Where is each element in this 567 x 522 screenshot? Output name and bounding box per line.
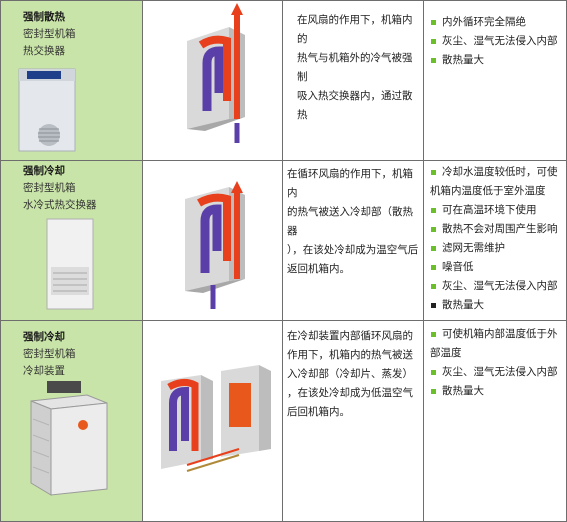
bullet-icon	[431, 284, 436, 289]
description-line: 在冷却装置内部循环风扇的	[287, 330, 413, 342]
feature-item: 可在高温环境下使用	[430, 201, 562, 220]
row-subtitle: 热交换器	[23, 45, 65, 57]
water-cooled-exchanger-image	[46, 218, 94, 310]
bullet-icon	[431, 389, 436, 394]
description-line: ，在该处冷却成为低温空气	[287, 387, 413, 399]
description-line: 在风扇的作用下，机箱内的	[297, 14, 413, 45]
feature-item: 散热量大	[430, 296, 562, 315]
bullet-icon	[431, 39, 436, 44]
cooling-unit-image	[30, 381, 108, 496]
table-row: 强制散热 密封型机箱 热交换器	[0, 0, 567, 161]
description-line: 作用下，机箱内的热气被送	[287, 349, 413, 361]
bullet-icon	[431, 20, 436, 25]
description-line: 入冷却部（冷却片、蒸发）	[287, 368, 413, 380]
features-cell: 内外循环完全隔绝 灰尘、湿气无法侵入内部 散热量大	[423, 0, 567, 161]
airflow-diagram-1	[187, 3, 245, 143]
row-subtitle: 冷却装置	[23, 365, 65, 377]
feature-item: 内外循环完全隔绝	[430, 13, 562, 32]
bullet-icon	[431, 303, 436, 308]
feature-item: 散热量大	[430, 51, 562, 70]
description-line: 吸入热交换器内，通过散热	[297, 90, 413, 121]
bullet-icon	[431, 246, 436, 251]
features-cell: 可使机箱内部温度低于外 部温度 灰尘、湿气无法侵入内部 散热量大	[423, 320, 567, 522]
description-line: 后回机箱内。	[287, 406, 350, 418]
feature-item: 可使机箱内部温度低于外	[430, 325, 562, 344]
heat-exchanger-product-image	[18, 68, 76, 152]
feature-item: 灰尘、湿气无法侵入内部	[430, 363, 562, 382]
airflow-diagram-2	[185, 181, 245, 309]
feature-item-continued: 部温度	[430, 347, 462, 359]
row-subtitle: 密封型机箱	[23, 348, 76, 360]
table-row: 强制冷却 密封型机箱 水冷式热交换器	[0, 160, 567, 321]
bullet-icon	[431, 265, 436, 270]
table-row: 强制冷却 密封型机箱 冷却装置	[0, 320, 567, 522]
description-line: 返回机箱内。	[287, 263, 350, 275]
description-cell: 在冷却装置内部循环风扇的 作用下，机箱内的热气被送 入冷却部（冷却片、蒸发） ，…	[282, 320, 424, 522]
bullet-icon	[431, 170, 436, 175]
row-subtitle: 密封型机箱	[23, 28, 76, 40]
diagram-cell	[142, 160, 283, 321]
description-cell: 在风扇的作用下，机箱内的 热气与机箱外的冷气被强制 吸入热交换器内，通过散热	[282, 0, 424, 161]
row-title: 强制冷却	[23, 165, 65, 177]
description-line: 热气与机箱外的冷气被强制	[297, 52, 413, 83]
feature-item: 冷却水温度较低时，可使	[430, 163, 562, 182]
feature-item: 滤网无需维护	[430, 239, 562, 258]
description-line: ），在该处冷却成为温空气后	[287, 244, 419, 256]
feature-item: 噪音低	[430, 258, 562, 277]
feature-item: 散热量大	[430, 382, 562, 401]
bullet-icon	[431, 370, 436, 375]
bullet-icon	[431, 58, 436, 63]
description-cell: 在循环风扇的作用下，机箱内 的热气被送入冷却部（散热器 ），在该处冷却成为温空气…	[282, 160, 424, 321]
row-title: 强制冷却	[23, 331, 65, 343]
feature-item: 灰尘、湿气无法侵入内部	[430, 277, 562, 296]
feature-item: 灰尘、湿气无法侵入内部	[430, 32, 562, 51]
row-subtitle: 密封型机箱	[23, 182, 76, 194]
feature-item-continued: 机箱内温度低于室外温度	[430, 185, 546, 197]
airflow-diagram-3	[161, 365, 271, 472]
diagram-cell	[142, 320, 283, 522]
bullet-icon	[431, 227, 436, 232]
features-cell: 冷却水温度较低时，可使 机箱内温度低于室外温度 可在高温环境下使用 散热不会对周…	[423, 160, 567, 321]
diagram-cell	[142, 0, 283, 161]
label-cell: 强制冷却 密封型机箱 冷却装置	[0, 320, 143, 522]
row-title: 强制散热	[23, 11, 65, 23]
label-cell: 强制冷却 密封型机箱 水冷式热交换器	[0, 160, 143, 321]
bullet-icon	[431, 208, 436, 213]
description-line: 在循环风扇的作用下，机箱内	[287, 168, 413, 199]
row-subtitle: 水冷式热交换器	[23, 199, 97, 211]
description-line: 的热气被送入冷却部（散热器	[287, 206, 413, 237]
feature-item: 散热不会对周围产生影响	[430, 220, 562, 239]
bullet-icon	[431, 332, 436, 337]
label-cell: 强制散热 密封型机箱 热交换器	[0, 0, 143, 161]
